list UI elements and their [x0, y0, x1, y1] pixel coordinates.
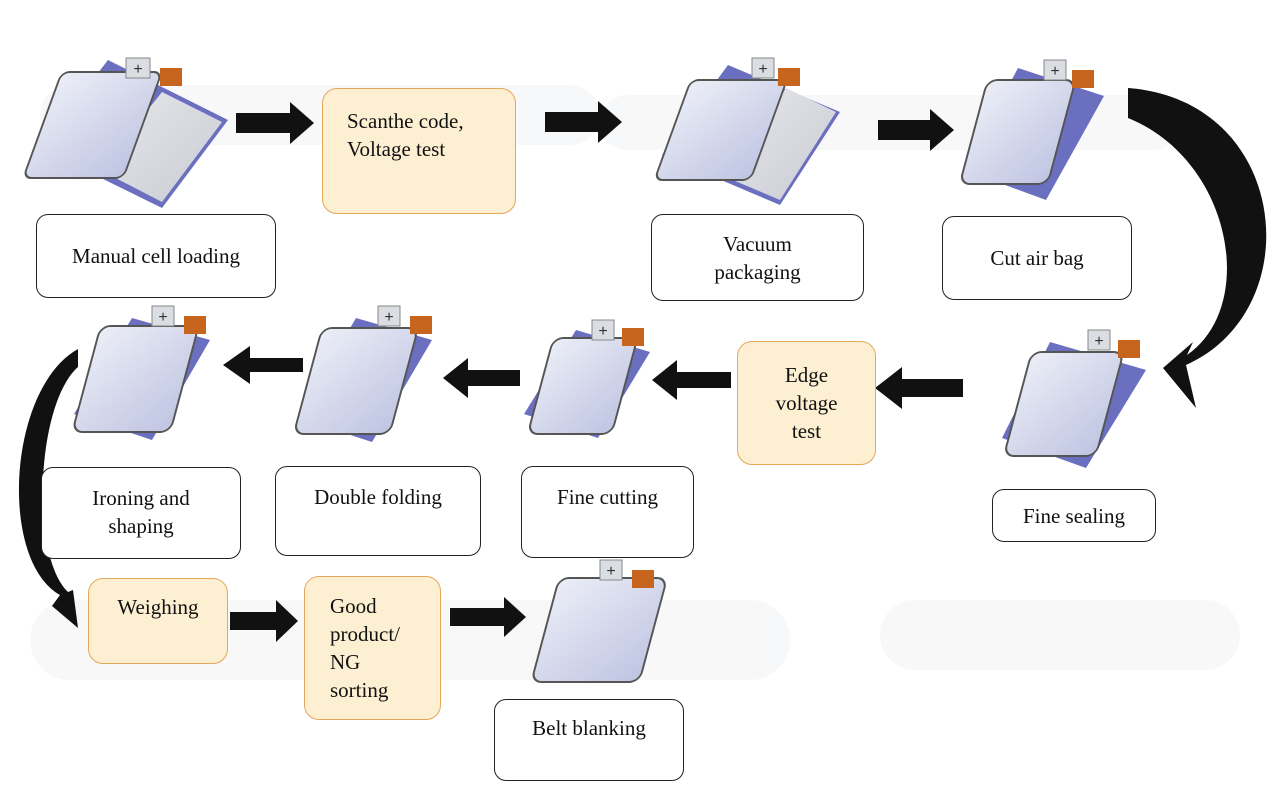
step-double-folding: Double folding [275, 466, 481, 556]
battery-cell-fine-cutting: + [524, 319, 650, 438]
battery-cell-fine-sealing: + [1002, 329, 1146, 468]
svg-text:+: + [133, 61, 142, 78]
svg-text:+: + [598, 323, 607, 340]
battery-cell-cut-airbag: + [960, 59, 1104, 200]
step-fine-sealing: Fine sealing [992, 489, 1156, 542]
step-fine-cutting: Fine cutting [521, 466, 694, 558]
battery-cell-double-folding: + [295, 305, 432, 442]
arrow-right [236, 102, 314, 144]
svg-text:+: + [758, 61, 767, 78]
step-belt-blanking: Belt blanking [494, 699, 684, 781]
step-cut-air-bag: Cut air bag [942, 216, 1132, 300]
svg-text:+: + [606, 563, 615, 580]
svg-text:+: + [1050, 63, 1059, 80]
arrow-right [545, 101, 622, 143]
curved-arrow-down-right [1128, 88, 1267, 408]
step-good-ng-sorting: Good product/ NG sorting [304, 576, 441, 720]
arrow-right [230, 600, 298, 642]
step-manual-cell-loading: Manual cell loading [36, 214, 276, 298]
arrow-left [223, 346, 303, 384]
arrow-left [443, 358, 520, 398]
curved-arrow-down-left [18, 349, 78, 628]
step-ironing-shaping: Ironing and shaping [41, 467, 241, 559]
battery-cell-loading: + [24, 57, 228, 208]
svg-text:+: + [384, 309, 393, 326]
arrow-right [450, 597, 526, 637]
battery-cell-belt-blanking: + [532, 559, 666, 683]
battery-cell-vacuum: + [655, 57, 840, 205]
battery-cell-ironing: + [73, 305, 210, 440]
arrow-left [875, 367, 963, 409]
step-weighing: Weighing [88, 578, 228, 664]
arrow-left [652, 360, 731, 400]
svg-text:+: + [1094, 333, 1103, 350]
step-scan-code-voltage-test: Scanthe code, Voltage test [322, 88, 516, 214]
arrow-right [878, 109, 954, 151]
step-vacuum-packaging: Vacuum packaging [651, 214, 864, 301]
step-edge-voltage-test: Edge voltage test [737, 341, 876, 465]
svg-text:+: + [158, 309, 167, 326]
